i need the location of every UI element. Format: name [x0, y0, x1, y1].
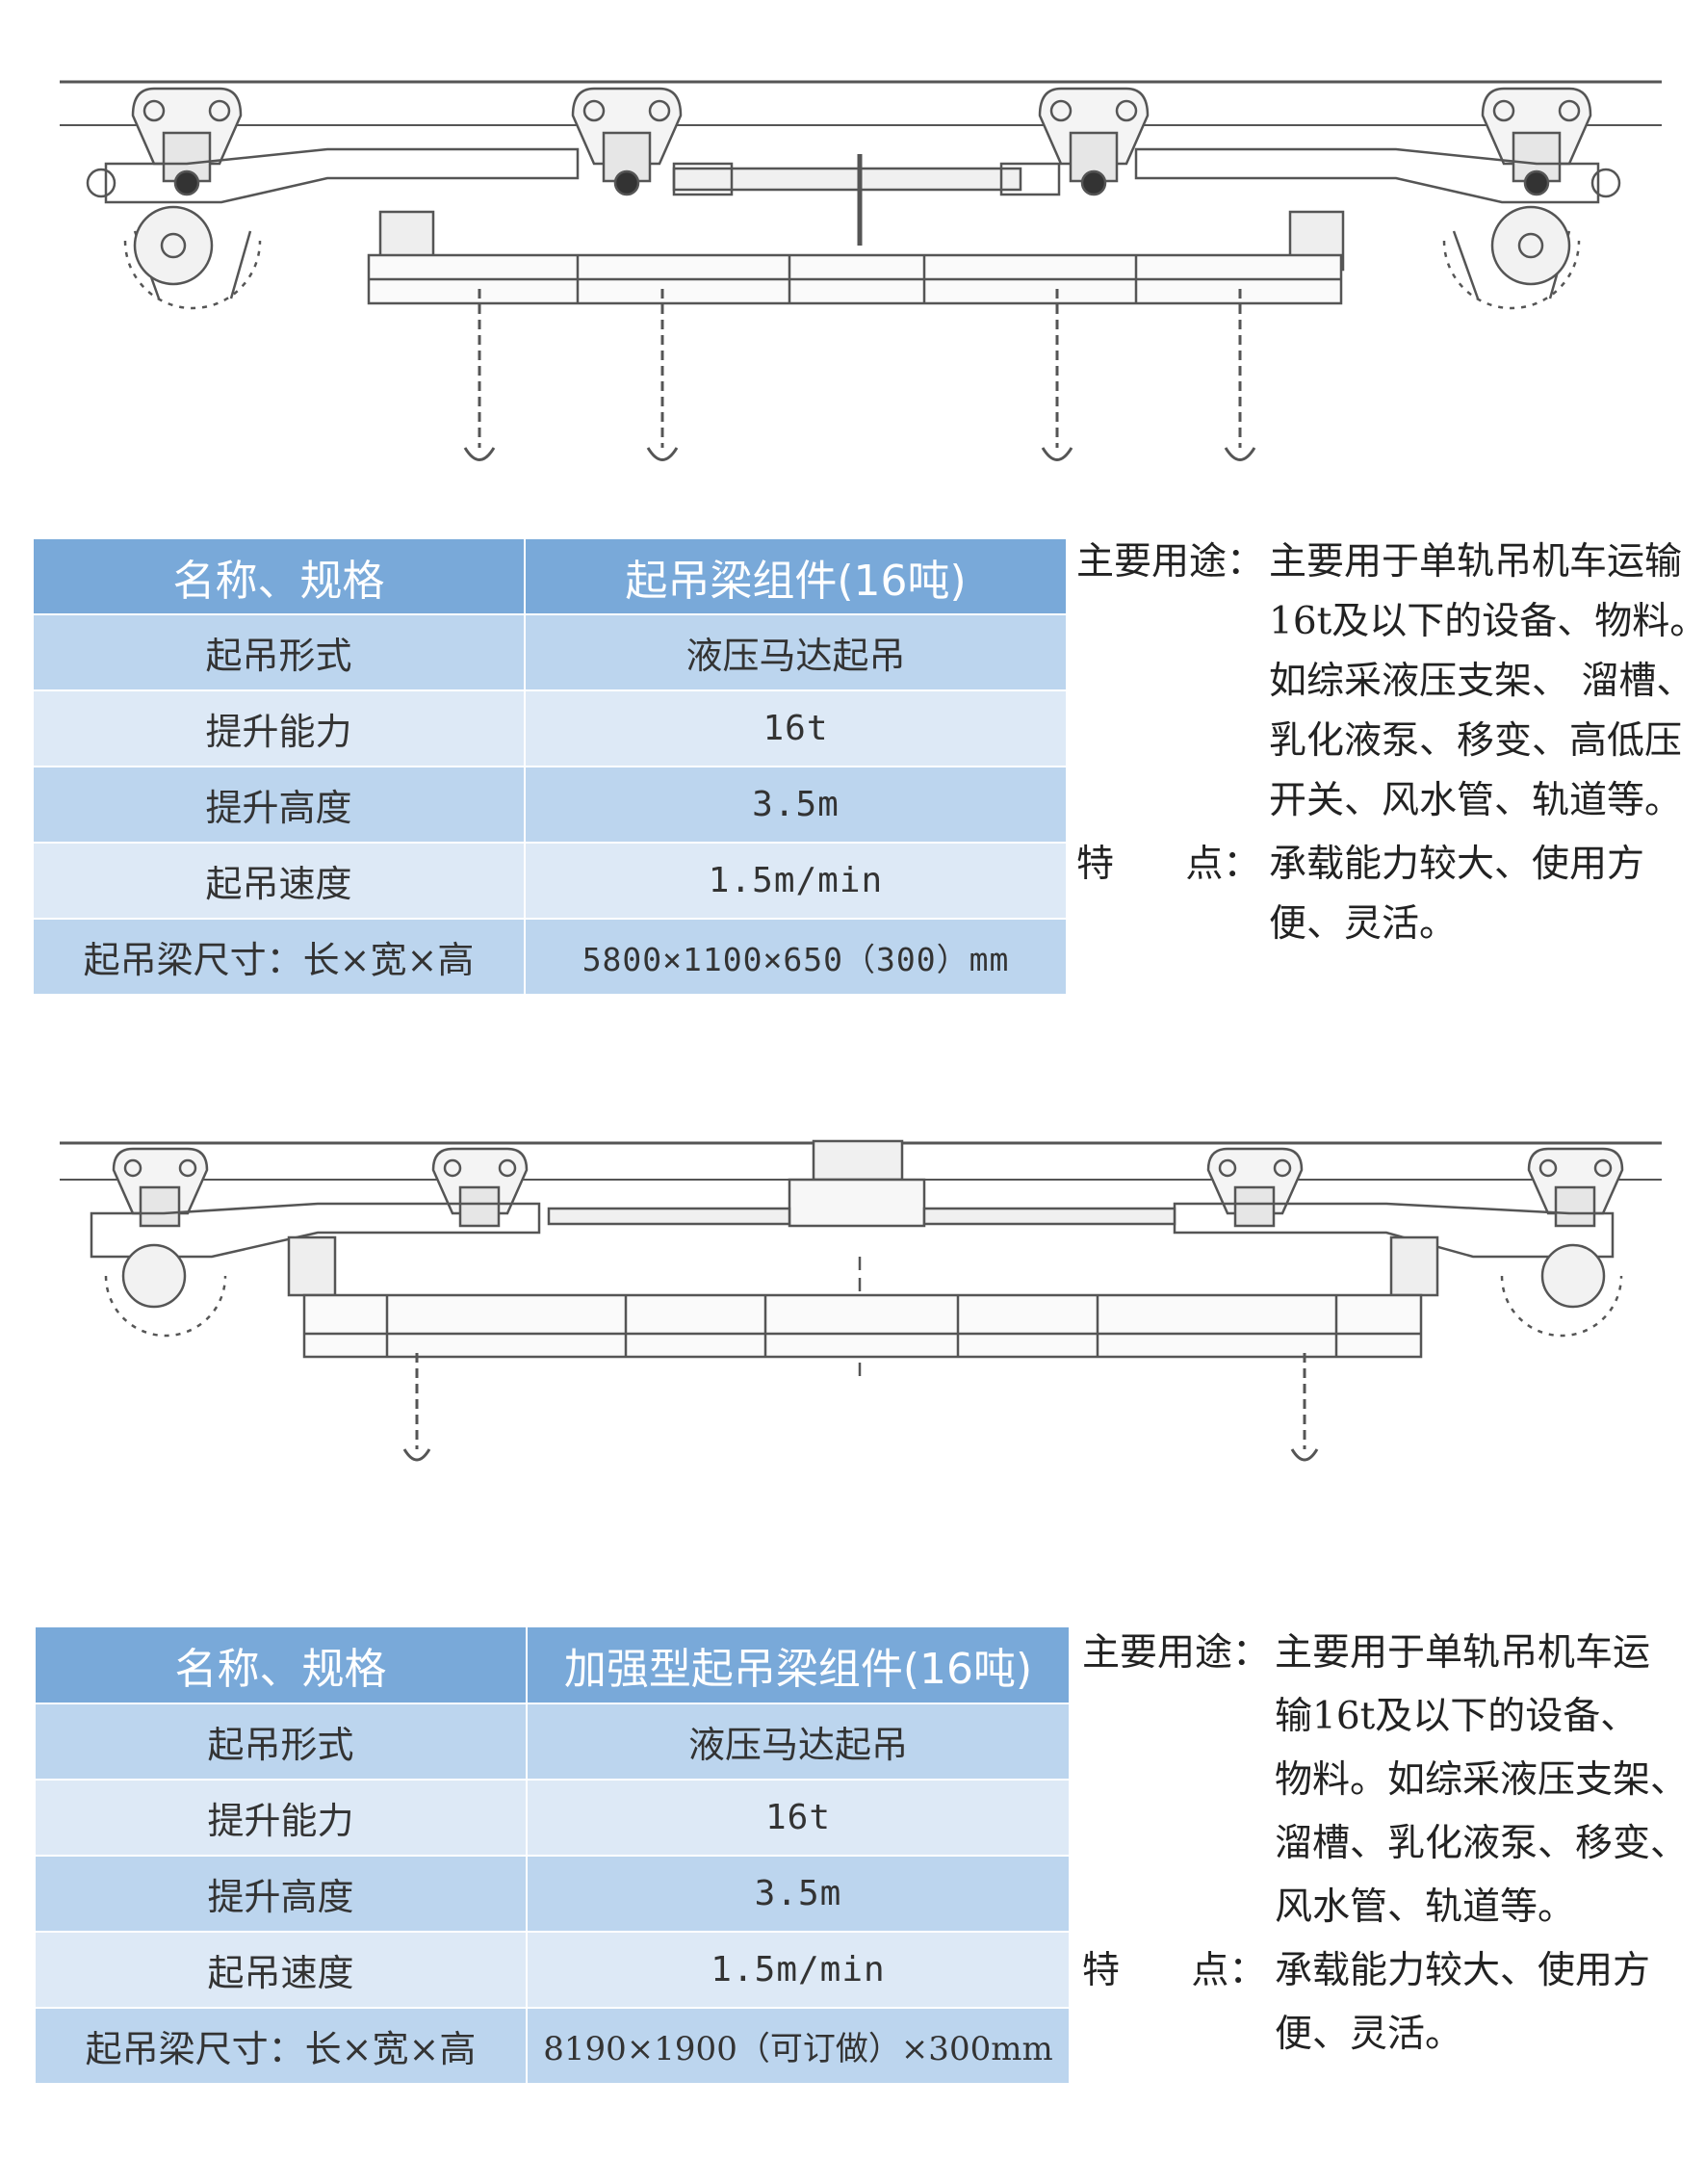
row-label: 提升高度	[34, 767, 526, 844]
usage-text: 主要用于单轨吊机车运输	[1269, 540, 1683, 584]
row-label: 提升能力	[36, 1780, 528, 1857]
description-1: 主要用途： 主要用于单轨吊机车运输 16t及以下的设备、物料。 如综采液压支架、…	[1076, 533, 1706, 954]
row-label: 起吊速度	[34, 843, 526, 920]
usage-text: 如综采液压支架、 溜槽、	[1269, 660, 1694, 703]
table-header-row: 名称、规格 起吊梁组件(16吨)	[34, 539, 1066, 615]
features-text: 便、灵活。	[1275, 2013, 1463, 2056]
usage-text: 物料。如综采液压支架、	[1275, 1758, 1689, 1802]
features-line: 特 点： 承载能力较大、使用方	[1082, 1939, 1688, 2003]
table-row: 提升能力 16t	[36, 1780, 1069, 1857]
usage-text: 输16t及以下的设备、	[1275, 1695, 1639, 1738]
row-label: 起吊梁尺寸：长×宽×高	[34, 919, 526, 996]
lifting-beam-drawing	[0, 58, 1706, 481]
description-2: 主要用途： 主要用于单轨吊机车运 输16t及以下的设备、 物料。如综采液压支架、…	[1082, 1622, 1688, 2067]
features-label: 特 点：	[1082, 1949, 1267, 1992]
table-row: 起吊速度 1.5m/min	[36, 1932, 1069, 2009]
usage-label: 主要用途：	[1076, 540, 1265, 584]
row-value: 16t	[527, 1780, 1069, 1857]
row-value: 液压马达起吊	[525, 614, 1066, 691]
spec-table-2: 名称、规格 加强型起吊梁组件(16吨) 起吊形式 液压马达起吊 提升能力 16t…	[36, 1627, 1069, 2085]
usage-line: 主要用途： 主要用于单轨吊机车运输	[1076, 533, 1706, 592]
row-value: 1.5m/min	[527, 1932, 1069, 2009]
table-row: 提升能力 16t	[34, 690, 1066, 767]
table-row: 起吊速度 1.5m/min	[34, 843, 1066, 920]
header-value: 起吊梁组件(16吨)	[525, 539, 1066, 615]
row-value: 1.5m/min	[525, 843, 1066, 920]
features-label: 特 点：	[1076, 843, 1261, 886]
row-value: 8190×1900（可订做）×300mm	[527, 2008, 1069, 2085]
table-row: 起吊梁尺寸：长×宽×高 8190×1900（可订做）×300mm	[36, 2008, 1069, 2085]
table-row: 起吊形式 液压马达起吊	[34, 614, 1066, 691]
usage-line: 主要用途： 主要用于单轨吊机车运	[1082, 1622, 1688, 1685]
features-text: 便、灵活。	[1269, 902, 1458, 946]
header-label: 名称、规格	[34, 539, 526, 615]
row-label: 提升高度	[36, 1856, 528, 1933]
usage-text: 溜槽、乳化液泵、移变、	[1275, 1822, 1689, 1865]
row-value: 液压马达起吊	[527, 1703, 1069, 1781]
row-value: 5800×1100×650（300）mm	[525, 919, 1066, 996]
row-value: 3.5m	[525, 767, 1066, 844]
row-label: 提升能力	[34, 690, 526, 767]
row-value: 3.5m	[527, 1856, 1069, 1933]
usage-text: 乳化液泵、移变、高低压	[1269, 719, 1683, 763]
usage-text: 16t及以下的设备、物料。	[1269, 600, 1706, 643]
features-line: 特 点： 承载能力较大、使用方	[1076, 835, 1706, 895]
table-header-row: 名称、规格 加强型起吊梁组件(16吨)	[36, 1627, 1069, 1704]
table-row: 起吊形式 液压马达起吊	[36, 1703, 1069, 1781]
row-label: 起吊形式	[36, 1703, 528, 1781]
spec-table-1: 名称、规格 起吊梁组件(16吨) 起吊形式 液压马达起吊 提升能力 16t 提升…	[34, 539, 1066, 996]
usage-text: 开关、风水管、轨道等。	[1269, 779, 1683, 822]
trolley	[131, 87, 243, 196]
table-row: 提升高度 3.5m	[34, 767, 1066, 844]
row-value: 16t	[525, 690, 1066, 767]
features-text: 承载能力较大、使用方	[1275, 1949, 1651, 1992]
header-label: 名称、规格	[36, 1627, 528, 1704]
usage-text: 主要用于单轨吊机车运	[1275, 1631, 1651, 1675]
table-row: 起吊梁尺寸：长×宽×高 5800×1100×650（300）mm	[34, 919, 1066, 996]
usage-text: 风水管、轨道等。	[1275, 1885, 1576, 1929]
lifting-beam-svg	[60, 80, 1662, 461]
usage-label: 主要用途：	[1082, 1631, 1271, 1675]
row-label: 起吊形式	[34, 614, 526, 691]
header-value: 加强型起吊梁组件(16吨)	[527, 1627, 1069, 1704]
features-text: 承载能力较大、使用方	[1269, 843, 1645, 886]
reinforced-lifting-beam-svg	[60, 1139, 1662, 1462]
row-label: 起吊梁尺寸：长×宽×高	[36, 2008, 528, 2085]
table-row: 提升高度 3.5m	[36, 1856, 1069, 1933]
reinforced-lifting-beam-drawing	[0, 1131, 1706, 1478]
row-label: 起吊速度	[36, 1932, 528, 2009]
